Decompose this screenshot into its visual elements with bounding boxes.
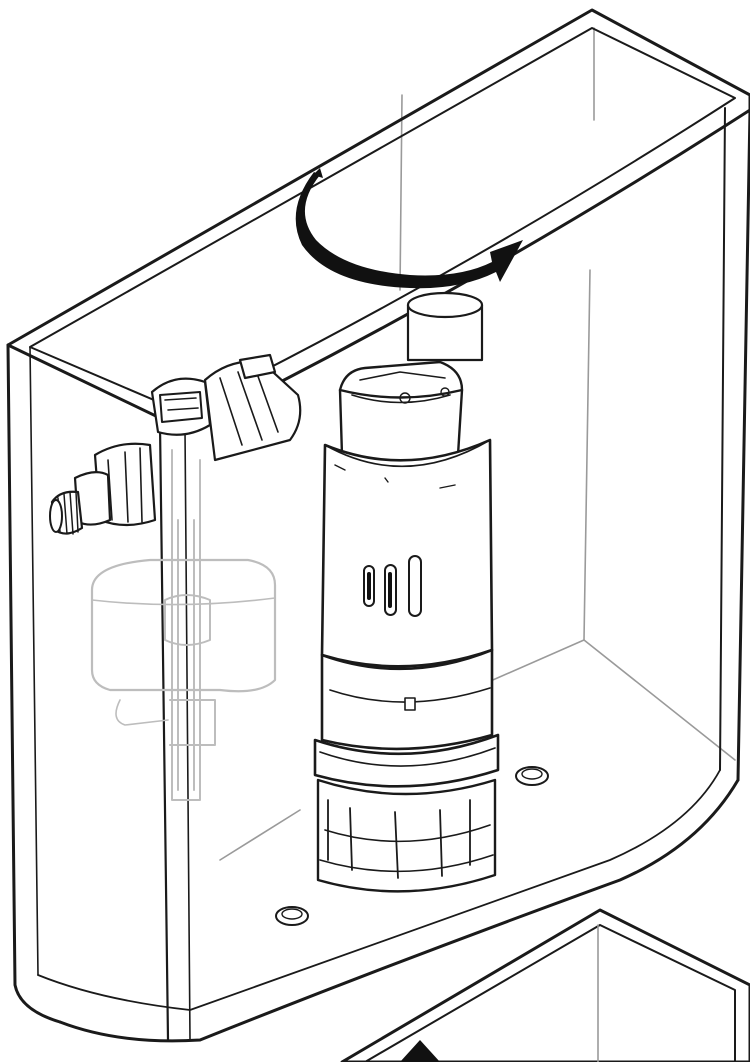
- water-inlet-connector: [49, 442, 157, 535]
- mounting-hole-left: [275, 906, 309, 926]
- fill-valve: [90, 449, 277, 801]
- fill-valve-head: [150, 353, 302, 462]
- cistern-tank: [6, 8, 750, 1043]
- rotation-arrow: [295, 168, 523, 289]
- tank-inner-walls: [219, 27, 736, 861]
- tank-rim-inner: [29, 27, 736, 413]
- tank-lid: [340, 908, 750, 1062]
- mounting-hole-right: [515, 766, 549, 786]
- flush-valve-slots: [363, 555, 422, 617]
- up-arrow: [400, 1040, 440, 1062]
- flush-valve: [313, 291, 500, 893]
- float: [90, 558, 277, 693]
